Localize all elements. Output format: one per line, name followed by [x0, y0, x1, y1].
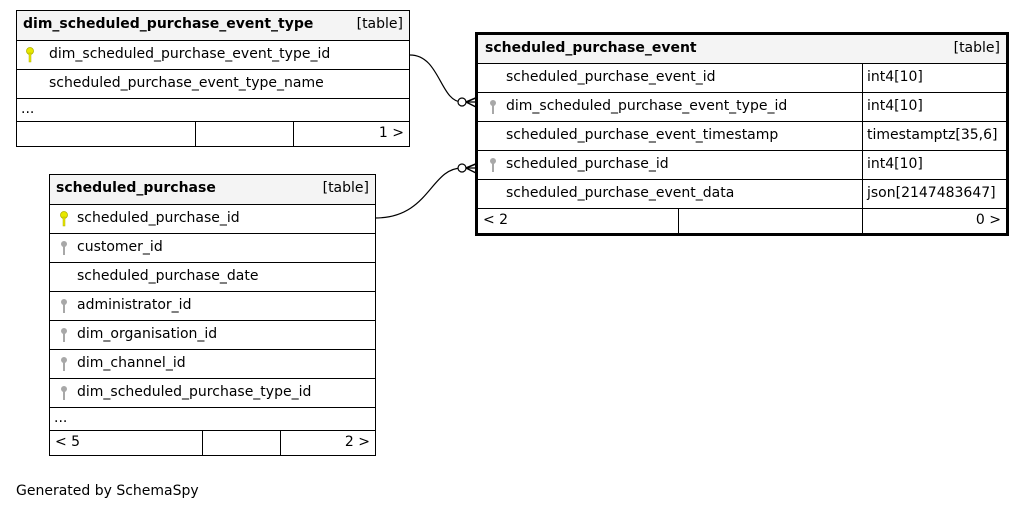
- column-name: dim_scheduled_purchase_event_type_id: [506, 98, 788, 114]
- table-header: scheduled_purchase_event [table]: [478, 35, 1006, 64]
- table-dim-scheduled-purchase-event-type[interactable]: dim_scheduled_purchase_event_type [table…: [16, 10, 410, 147]
- column-row[interactable]: scheduled_purchase_event_timestamp times…: [478, 122, 1006, 151]
- column-row[interactable]: dim_scheduled_purchase_event_type_id: [17, 41, 409, 70]
- parents-count[interactable]: < 5: [50, 431, 203, 455]
- table-type-tag: [table]: [356, 16, 403, 32]
- row-count: [679, 209, 863, 233]
- column-row[interactable]: scheduled_purchase_event_data json[21474…: [478, 180, 1006, 209]
- column-type: int4[10]: [862, 93, 923, 121]
- foreign-key-icon: [490, 100, 496, 114]
- column-name: scheduled_purchase_event_type_name: [49, 75, 324, 91]
- column-type: json[2147483647]: [862, 180, 996, 208]
- edge-purchase-to-event: [374, 167, 476, 219]
- table-footer: < 2 0 >: [478, 209, 1006, 233]
- table-footer: < 5 2 >: [50, 431, 375, 455]
- column-type: timestamptz[35,6]: [862, 122, 997, 150]
- column-name: dim_scheduled_purchase_type_id: [77, 384, 312, 400]
- parents-count[interactable]: < 2: [478, 209, 679, 233]
- primary-key-icon: [60, 211, 68, 227]
- primary-key-icon: [26, 47, 34, 63]
- column-type: int4[10]: [862, 64, 923, 92]
- column-name: dim_channel_id: [77, 355, 186, 371]
- edge-event-type-to-event: [409, 54, 476, 103]
- column-name: scheduled_purchase_id: [506, 156, 669, 172]
- foreign-key-icon: [61, 386, 67, 400]
- children-count[interactable]: 1 >: [378, 125, 404, 141]
- children-count[interactable]: 2 >: [344, 434, 370, 450]
- table-header: dim_scheduled_purchase_event_type [table…: [17, 11, 409, 41]
- column-row[interactable]: scheduled_purchase_date: [50, 263, 375, 292]
- table-header: scheduled_purchase [table]: [50, 175, 375, 205]
- column-name: customer_id: [77, 239, 163, 255]
- children-count[interactable]: 0 >: [975, 212, 1001, 228]
- edge-optional-circle: [457, 97, 467, 107]
- table-type-tag: [table]: [953, 40, 1000, 56]
- column-row[interactable]: administrator_id: [50, 292, 375, 321]
- column-row[interactable]: dim_scheduled_purchase_event_type_id int…: [478, 93, 1006, 122]
- column-name: scheduled_purchase_event_id: [506, 69, 716, 85]
- foreign-key-icon: [61, 241, 67, 255]
- column-row[interactable]: dim_scheduled_purchase_type_id: [50, 379, 375, 408]
- more-columns: ...: [50, 408, 375, 431]
- table-type-tag: [table]: [322, 180, 369, 196]
- column-row[interactable]: scheduled_purchase_event_type_name: [17, 70, 409, 99]
- edge-optional-circle: [457, 163, 467, 173]
- column-type: int4[10]: [862, 151, 923, 179]
- column-row[interactable]: scheduled_purchase_id: [50, 205, 375, 234]
- column-row[interactable]: dim_channel_id: [50, 350, 375, 379]
- table-scheduled-purchase-event[interactable]: scheduled_purchase_event [table] schedul…: [475, 32, 1009, 236]
- foreign-key-icon: [61, 328, 67, 342]
- column-name: scheduled_purchase_id: [77, 210, 240, 226]
- column-name: dim_scheduled_purchase_event_type_id: [49, 46, 331, 62]
- parents-count[interactable]: [17, 122, 196, 146]
- column-name: scheduled_purchase_event_data: [506, 185, 735, 201]
- more-columns: ...: [17, 99, 409, 122]
- column-name: administrator_id: [77, 297, 192, 313]
- table-name: dim_scheduled_purchase_event_type: [23, 16, 314, 32]
- row-count: [196, 122, 294, 146]
- foreign-key-icon: [490, 158, 496, 172]
- table-name: scheduled_purchase_event: [485, 40, 697, 56]
- column-name: scheduled_purchase_event_timestamp: [506, 127, 779, 143]
- column-row[interactable]: scheduled_purchase_id int4[10]: [478, 151, 1006, 180]
- generated-by-label: Generated by SchemaSpy: [16, 483, 199, 499]
- column-row[interactable]: scheduled_purchase_event_id int4[10]: [478, 64, 1006, 93]
- foreign-key-icon: [61, 357, 67, 371]
- table-scheduled-purchase[interactable]: scheduled_purchase [table] scheduled_pur…: [49, 174, 376, 456]
- row-count: [203, 431, 281, 455]
- column-row[interactable]: customer_id: [50, 234, 375, 263]
- column-row[interactable]: dim_organisation_id: [50, 321, 375, 350]
- column-name: scheduled_purchase_date: [77, 268, 259, 284]
- column-name: dim_organisation_id: [77, 326, 218, 342]
- table-footer: 1 >: [17, 122, 409, 146]
- table-name: scheduled_purchase: [56, 180, 216, 196]
- foreign-key-icon: [61, 299, 67, 313]
